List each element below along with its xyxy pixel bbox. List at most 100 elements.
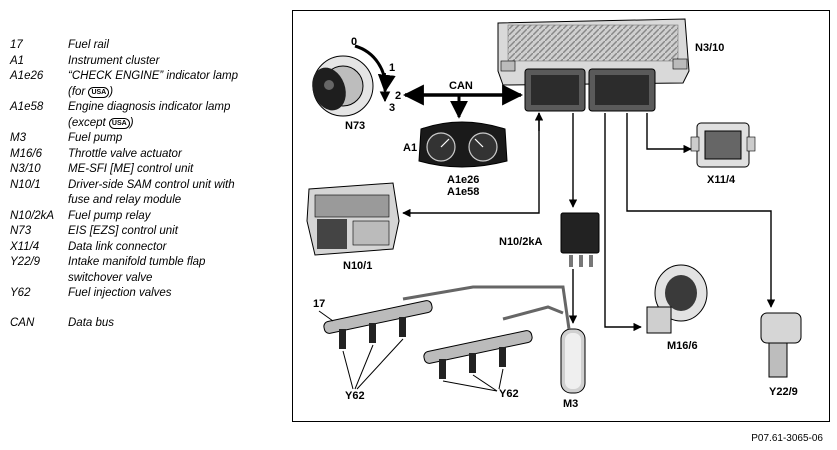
legend-desc: “CHECK ENGINE” indicator lamp (for USA) — [68, 69, 280, 100]
key-pos-0: 0 — [351, 36, 357, 48]
legend-row: Y22/9 Intake manifold tumble flap switch… — [10, 255, 280, 286]
label-n3-10: N3/10 — [695, 42, 724, 54]
label-n10-1: N10/1 — [343, 260, 372, 272]
legend-code: N10/1 — [10, 178, 41, 191]
label-n73: N73 — [345, 120, 365, 132]
legend-desc: Engine diagnosis indicator lamp (except … — [68, 100, 280, 131]
legend-desc: Driver-side SAM control unit with fuse a… — [68, 178, 280, 209]
system-diagram: N3/10 0 1 2 3 N73 CAN A1 A1e26 A1e58 — [292, 10, 830, 422]
y62-callout — [356, 338, 404, 390]
legend-code: 17 — [10, 39, 23, 51]
legend-code: M16/6 — [10, 147, 42, 160]
legend-row: A1e58 Engine diagnosis indicator lamp (e… — [10, 100, 280, 131]
usa-badge-icon: USA — [108, 117, 130, 129]
label-can: CAN — [449, 80, 473, 92]
usa-badge-icon: USA — [88, 86, 110, 98]
legend-desc-line2: fuse and relay module — [68, 194, 182, 206]
legend-code: Y62 — [10, 287, 31, 299]
label-a1: A1 — [403, 142, 417, 154]
data-link-connector-x11-4 — [690, 122, 756, 168]
fuel-pump-relay-n10-2ka — [560, 212, 600, 267]
legend: 17 Fuel rail A1 Instrument cluster A1e26… — [10, 38, 280, 331]
legend-desc: EIS [EZS] control unit — [68, 225, 178, 237]
label-y22-9: Y22/9 — [769, 386, 798, 398]
legend-desc: Data link connector — [68, 240, 167, 253]
legend-row: Y62 Fuel injection valves — [10, 286, 280, 302]
legend-row: M16/6 Throttle valve actuator — [10, 147, 280, 163]
y62-callout — [498, 368, 504, 390]
legend-row: M3 Fuel pump — [10, 131, 280, 147]
legend-desc: ME-SFI [ME] control unit — [68, 163, 194, 175]
legend-desc: Throttle valve actuator — [68, 147, 182, 160]
legend-row: 17 Fuel rail — [10, 38, 280, 54]
key-pos-1: 1 — [389, 62, 395, 74]
y62-callout — [442, 380, 498, 392]
legend-code: A1 — [10, 54, 25, 67]
legend-desc: Instrument cluster — [68, 54, 160, 67]
legend-desc: Fuel pump — [68, 132, 123, 144]
y62-callout — [472, 374, 498, 392]
legend-desc: Intake manifold tumble flap switchover v… — [68, 255, 280, 286]
legend-row: N10/2kA Fuel pump relay — [10, 209, 280, 225]
label-m16-6: M16/6 — [667, 340, 698, 352]
legend-desc: Fuel injection valves — [68, 287, 172, 299]
label-a1e26: A1e26 — [447, 174, 479, 186]
legend-desc-line2: (for — [68, 85, 89, 98]
signal-line-x11-4 — [646, 113, 692, 154]
ignition-switch-n73 — [312, 44, 396, 117]
signal-line-y22-9 — [626, 113, 776, 308]
legend-desc-line: Engine diagnosis indicator lamp — [68, 101, 231, 113]
legend-row: A1 Instrument cluster — [10, 54, 280, 70]
fuel-rail-right — [423, 330, 533, 379]
throttle-actuator-m16-6 — [646, 264, 708, 334]
legend-row: X11/4 Data link connector — [10, 240, 280, 256]
label-x11-4: X11/4 — [707, 174, 736, 186]
legend-desc: Fuel rail — [68, 39, 109, 51]
legend-row: N73 EIS [EZS] control unit — [10, 224, 280, 240]
label-n10-2ka: N10/2kA — [499, 236, 542, 248]
legend-code: A1e58 — [10, 101, 44, 113]
fuel-rail-17 — [323, 300, 433, 349]
signal-line-n10-1 — [402, 113, 540, 218]
figure-reference: P07.61-3065-06 — [751, 433, 823, 444]
legend-desc-tail: ) — [109, 85, 114, 98]
tumble-flap-valve-y22-9 — [760, 312, 802, 378]
label-a1e58: A1e58 — [447, 186, 479, 198]
label-m3: M3 — [563, 398, 578, 410]
legend-desc-line2: switchover valve — [68, 271, 153, 284]
legend-code: A1e26 — [10, 70, 44, 82]
legend-row: N3/10 ME-SFI [ME] control unit — [10, 162, 280, 178]
legend-code: N73 — [10, 225, 32, 237]
legend-desc-line: “CHECK ENGINE” indicator lamp — [68, 70, 238, 82]
label-rail-17: 17 — [313, 298, 325, 310]
sam-module-n10-1 — [306, 182, 400, 256]
legend-row: N10/1 Driver-side SAM control unit with … — [10, 178, 280, 209]
legend-code: CAN — [10, 316, 35, 329]
key-pos-3: 3 — [389, 102, 395, 114]
legend-row: CAN Data bus — [10, 316, 280, 332]
legend-code: N3/10 — [10, 163, 41, 175]
fuel-line — [402, 285, 571, 330]
legend-code: N10/2kA — [10, 209, 55, 222]
y62-callout — [354, 344, 374, 390]
y62-callout — [342, 350, 354, 390]
legend-desc-tail: ) — [129, 116, 134, 129]
instrument-cluster-a1 — [418, 121, 508, 168]
diagram-svg: N3/10 0 1 2 3 N73 CAN A1 A1e26 A1e58 — [306, 18, 802, 410]
fuel-line — [502, 305, 564, 321]
legend-desc: Fuel pump relay — [68, 209, 151, 222]
legend-row: A1e26 “CHECK ENGINE” indicator lamp (for… — [10, 69, 280, 100]
fuel-pump-m3 — [560, 328, 586, 394]
label-y62-right: Y62 — [499, 388, 519, 400]
ecu-n3-10 — [497, 18, 690, 112]
legend-desc-line: Intake manifold tumble flap — [68, 256, 206, 268]
legend-desc: Data bus — [68, 316, 115, 329]
key-pos-2: 2 — [395, 90, 401, 102]
signal-line-throttle — [604, 113, 642, 332]
rail-callout — [318, 310, 334, 322]
legend-desc-line: Driver-side SAM control unit with — [68, 178, 235, 191]
legend-code: Y22/9 — [10, 256, 41, 268]
legend-code: M3 — [10, 132, 26, 144]
legend-code: X11/4 — [10, 240, 40, 253]
label-y62-left: Y62 — [345, 390, 365, 402]
